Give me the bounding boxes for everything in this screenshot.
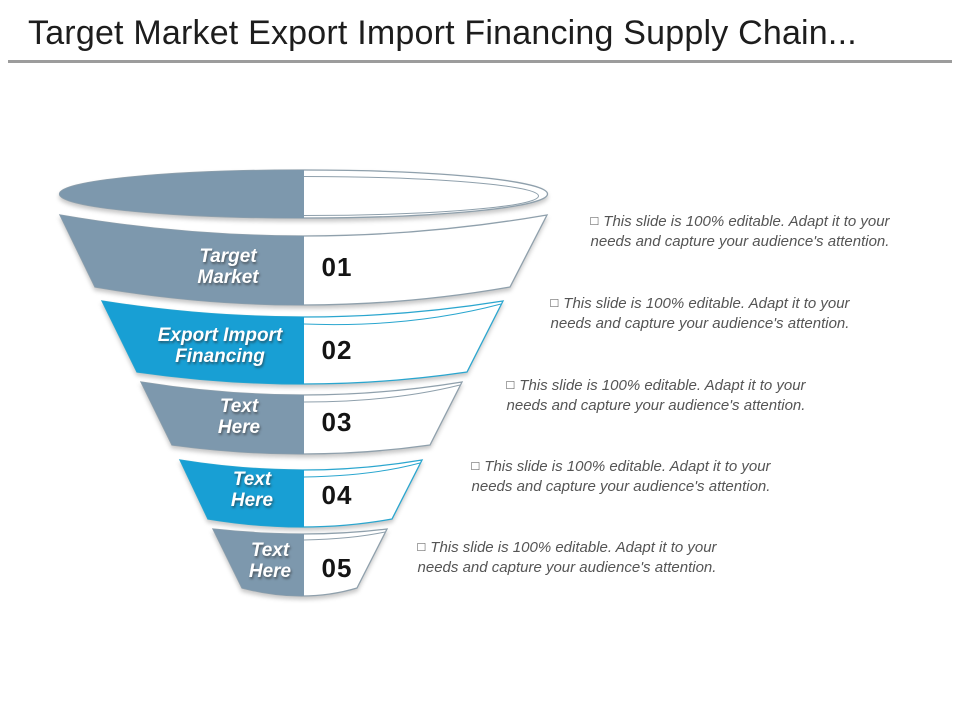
editable-note-1: □This slide is 100% editable. Adapt it t… bbox=[590, 213, 890, 250]
funnel-band-2-inner-arc bbox=[303, 303, 502, 326]
editable-note-5: □This slide is 100% editable. Adapt it t… bbox=[417, 539, 717, 576]
square-bullet-icon: □ bbox=[471, 458, 480, 473]
stage-4-label: Text Here bbox=[230, 469, 274, 511]
stage-5-number: 05 bbox=[321, 553, 353, 583]
stage-5-label: Text Here bbox=[248, 540, 292, 582]
funnel-band-4-inner-arc bbox=[303, 462, 421, 478]
funnel-band-3-fill bbox=[141, 382, 304, 454]
title-divider bbox=[8, 60, 952, 63]
square-bullet-icon: □ bbox=[590, 213, 599, 228]
funnel-mouth-inner-rim bbox=[304, 176, 539, 216]
square-bullet-icon: □ bbox=[550, 295, 559, 310]
stage-3-number: 03 bbox=[321, 407, 353, 437]
editable-note-2: □This slide is 100% editable. Adapt it t… bbox=[550, 295, 850, 332]
square-bullet-icon: □ bbox=[506, 377, 515, 392]
funnel-band-1-fill bbox=[60, 215, 304, 305]
stage-2-label: Export Import Financing bbox=[157, 325, 283, 367]
editable-note-4: □This slide is 100% editable. Adapt it t… bbox=[471, 458, 771, 495]
stage-1-label: Target Market bbox=[197, 246, 259, 288]
funnel-mouth-fill bbox=[59, 170, 304, 218]
stage-3-label: Text Here bbox=[217, 396, 261, 438]
funnel-band-4-fill bbox=[180, 460, 304, 527]
funnel-band-3-inner-arc bbox=[303, 384, 461, 403]
funnel-band-5-fill bbox=[213, 529, 304, 596]
stage-1-number: 01 bbox=[321, 252, 353, 282]
funnel-band-5-inner-arc bbox=[303, 531, 386, 541]
editable-note-3: □This slide is 100% editable. Adapt it t… bbox=[506, 377, 806, 414]
stage-2-number: 02 bbox=[321, 335, 353, 365]
funnel-band-2-fill bbox=[102, 301, 304, 384]
stage-4-number: 04 bbox=[321, 480, 353, 510]
square-bullet-icon: □ bbox=[417, 539, 426, 554]
slide-title: Target Market Export Import Financing Su… bbox=[28, 14, 857, 52]
